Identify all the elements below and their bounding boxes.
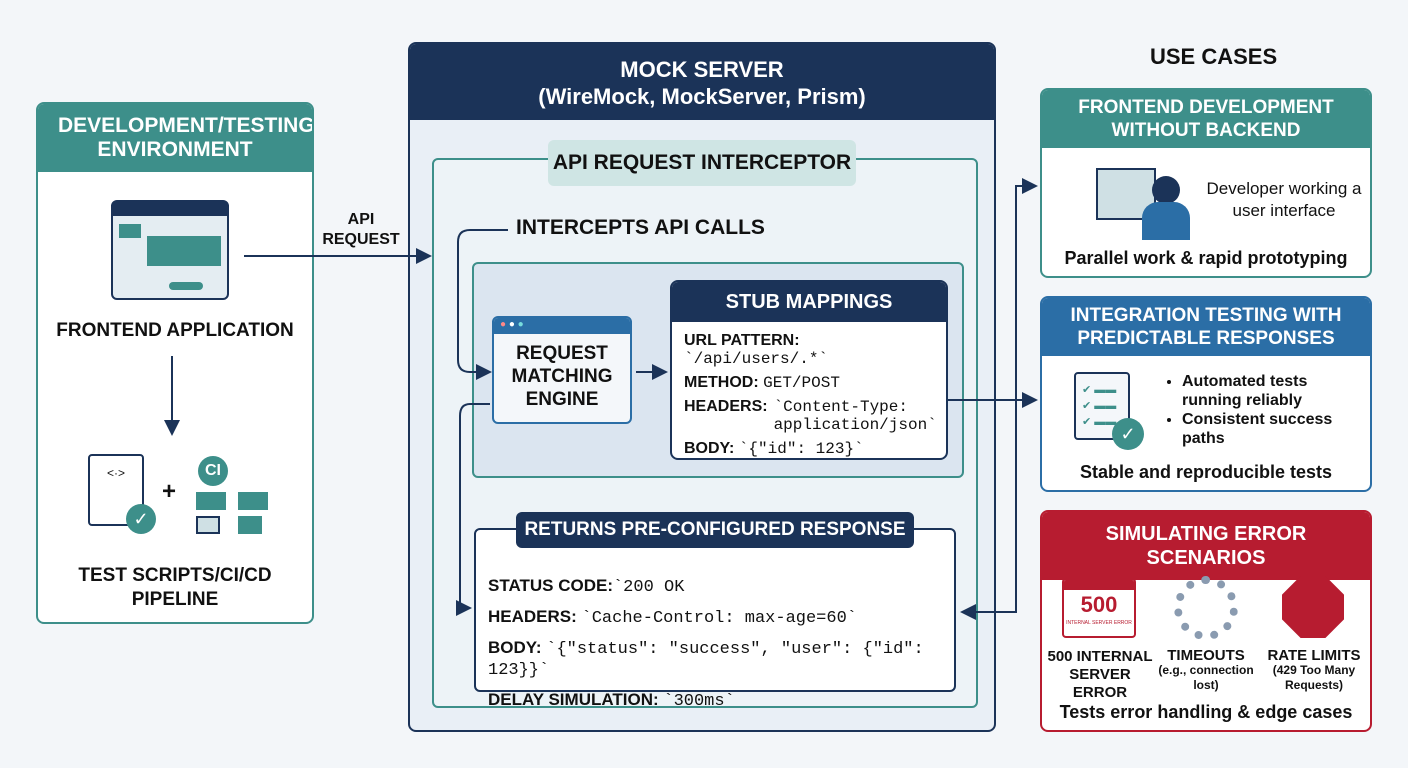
plus: + <box>162 478 177 505</box>
usecase-frontend: FRONTEND DEVELOPMENT WITHOUT BACKEND Dev… <box>1040 88 1372 278</box>
engine-label: REQUEST MATCHING ENGINE <box>511 343 613 410</box>
interceptor-title: API REQUEST INTERCEPTOR <box>548 140 856 186</box>
stub-mappings-box: STUB MAPPINGS URL PATTERN: `/api/users/.… <box>670 280 948 460</box>
matching-engine-box: ● ● ● REQUEST MATCHING ENGINE <box>492 316 632 424</box>
browser-icon <box>111 200 229 300</box>
ci-pipeline-icon: CI <box>194 456 274 536</box>
intercepts-label: INTERCEPTS API CALLS <box>516 216 765 239</box>
env-panel: DEVELOPMENT/TESTING ENVIRONMENT FRONTEND… <box>36 102 314 624</box>
spinner-icon <box>1174 576 1238 640</box>
response-box: STATUS CODE:`200 OK HEADERS: `Cache-Cont… <box>474 528 956 711</box>
use-cases-title: USE CASES <box>1150 44 1278 69</box>
response-title: RETURNS PRE-CONFIGURED RESPONSE <box>516 512 914 548</box>
usecase-integration: INTEGRATION TESTING WITH PREDICTABLE RES… <box>1040 296 1372 492</box>
document-check-icon: <·> ✓ <box>88 454 156 534</box>
usecase-errors: SIMULATING ERROR SCENARIOS 500 INTERNAL … <box>1040 510 1372 732</box>
error-500-icon: 500 INTERNAL SERVER ERROR <box>1062 578 1136 638</box>
checklist-icon: ✔ ▬▬✔ ▬▬✔ ▬▬ ✓ <box>1074 372 1144 450</box>
mock-title: MOCK SERVER <box>620 57 784 82</box>
api-request-label: API REQUEST <box>322 211 400 248</box>
env-title: DEVELOPMENT/TESTING ENVIRONMENT <box>38 104 312 172</box>
stop-sign-icon <box>1282 576 1344 638</box>
stub-title: STUB MAPPINGS <box>672 282 946 322</box>
developer-icon <box>1082 162 1192 242</box>
frontend-label: FRONTEND APPLICATION <box>56 320 294 341</box>
tests-label: TEST SCRIPTS/CI/CD PIPELINE <box>78 565 272 610</box>
mock-subtitle: (WireMock, MockServer, Prism) <box>538 84 866 109</box>
